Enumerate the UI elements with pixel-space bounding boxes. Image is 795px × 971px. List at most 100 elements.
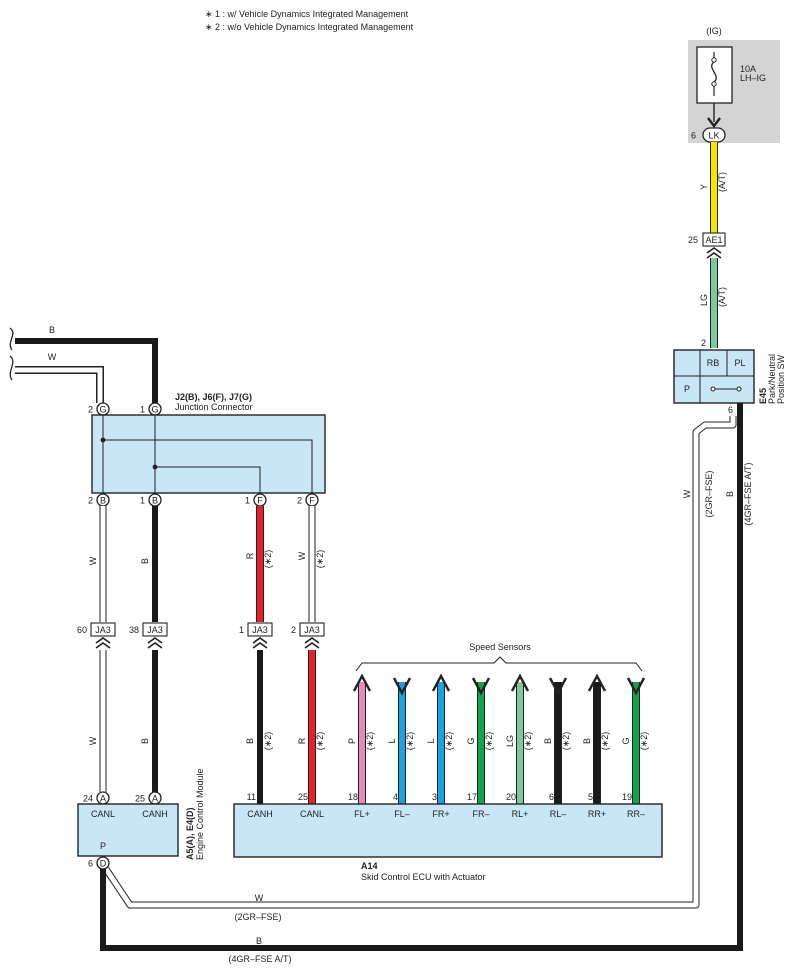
sensor-wire-color-label: G: [466, 737, 476, 744]
ja3-3-box: [247, 622, 273, 637]
wire-w-return-label: W: [255, 893, 264, 903]
wire-b-skid-label: B: [245, 738, 255, 744]
wire-w-return-note: (2GR–FSE): [234, 912, 281, 922]
skid-ecu-pins: 11CANH25CANL18FL+4FL–3FR+17FR–20RL+6RL–5…: [247, 792, 645, 819]
skid-pin-label: RL+: [512, 809, 529, 819]
ecm-code: A5(A), E4(D): [185, 807, 195, 860]
junction-internal-w: [102, 415, 313, 493]
skid-ecu-box: [233, 803, 663, 858]
junction-pin-top-1-number: 2: [88, 405, 93, 415]
junction-pin-bottom-2-number: 1: [140, 496, 145, 506]
junction-pin-bottom-1-letter: B: [100, 496, 106, 506]
ecm-pin-2-letter: A: [152, 794, 158, 804]
park-switch-contact-left: [710, 386, 716, 392]
park-switch-pin-bottom: 6: [728, 405, 733, 415]
ecm-pin-1-label: CANL: [91, 809, 115, 819]
skid-pin-number: 20: [506, 792, 516, 802]
park-switch-pl: PL: [734, 358, 745, 368]
skid-pin-label: FR–: [472, 809, 489, 819]
skid-pin-number: 4: [393, 792, 398, 802]
ja3-4-label: JA3: [304, 625, 320, 635]
fuse-supply: (IG): [706, 26, 722, 36]
skid-ecu-name: Skid Control ECU with Actuator: [361, 872, 486, 882]
ecm-pin-1-letter: A: [100, 794, 106, 804]
park-switch-name-2: Position SW: [776, 354, 786, 404]
wire-w-left-label: W: [48, 352, 57, 362]
ja3-4-chevron-icon: [304, 637, 320, 649]
fuse-terminal-bottom: [711, 81, 717, 87]
note-2: ∗ 2 : w/o Vehicle Dynamics Integrated Ma…: [205, 22, 414, 32]
arrow-down-icon: [626, 677, 646, 696]
park-switch-pin-top: 2: [701, 338, 706, 348]
sensor-wires: P(∗2)L(∗2)L(∗2)G(∗2)LG(∗2)B(∗2)B(∗2)G(∗2…: [347, 673, 649, 804]
ja3-2-label: JA3: [147, 625, 163, 635]
skid-pin-number: 17: [467, 792, 477, 802]
sensor-wire-color-label: L: [387, 738, 397, 743]
junction-pin-top-2-letter: G: [151, 405, 158, 415]
skid-pin-label: RR–: [627, 809, 645, 819]
arrow-down-icon: [392, 677, 412, 696]
ecm-bottom-pin-number: 6: [88, 859, 93, 869]
fuse-rating: 10A: [740, 64, 756, 74]
wire-lg-at-label: (A/T): [717, 287, 727, 307]
skid-pin-label: FL–: [394, 809, 410, 819]
ja3-2-box: [142, 622, 168, 637]
junction-pin-top-2-number: 1: [140, 405, 145, 415]
park-switch-p: P: [684, 384, 690, 394]
wire-w-right-label: W: [682, 489, 692, 498]
wire-y-at-label: (A/T): [717, 172, 727, 192]
junction-pin-bottom-1-number: 2: [88, 496, 93, 506]
skid-pin-label: CANL: [300, 809, 324, 819]
ja3-3-chevron-icon: [252, 637, 268, 649]
skid-pin-label: RL–: [550, 809, 567, 819]
wire-break-mark: [9, 327, 14, 381]
ecm-bottom-pin-letter: D: [100, 859, 107, 869]
wire-r-skid-star: (∗2): [315, 732, 325, 751]
note-1: ∗ 1 : w/ Vehicle Dynamics Integrated Man…: [205, 9, 409, 19]
fuse-arrow-icon: [707, 117, 721, 128]
arrow-up-icon: [587, 673, 607, 692]
ecm-pin-2-label: CANH: [142, 809, 168, 819]
junction-name: Junction Connector: [175, 402, 253, 412]
ecm-pin-2-number: 25: [135, 794, 145, 804]
junction-node-w: [100, 437, 106, 443]
junction-pin-bottom-2-letter: B: [152, 496, 158, 506]
ecm-pin-1-number: 24: [83, 794, 93, 804]
skid-pin-label: CANH: [247, 809, 273, 819]
ja3-2-chevron-icon: [147, 637, 163, 649]
wire-b-j-label: B: [140, 558, 150, 564]
sensor-wire-star-label: (∗2): [523, 732, 533, 751]
fuse-terminal-top: [711, 57, 717, 63]
arrow-up-icon: [510, 673, 530, 692]
skid-pin-number: 19: [622, 792, 632, 802]
ja3-4-box: [299, 622, 325, 637]
ja3-3-pin: 1: [239, 625, 244, 635]
wire-r-j-star: (∗2): [263, 550, 273, 569]
skid-pin-label: FR+: [432, 809, 449, 819]
sensor-wire-color-label: B: [582, 738, 592, 744]
skid-pin-number: 6: [549, 792, 554, 802]
ja3-4-pin: 2: [291, 625, 296, 635]
skid-pin-number: 25: [298, 792, 308, 802]
sensor-wire-star-label: (∗2): [600, 732, 610, 751]
speed-sensors-label: Speed Sensors: [469, 642, 531, 652]
ja3-1-pin: 60: [77, 625, 87, 635]
ja3-1-box: [90, 622, 116, 637]
sensor-wire-color-label: P: [347, 738, 357, 744]
junction-code: J2(B), J6(F), J7(G): [175, 392, 252, 402]
ja3-1-chevron-icon: [95, 637, 111, 649]
ja3-3-label: JA3: [252, 625, 268, 635]
ae1-pin-number: 25: [688, 235, 698, 245]
wire-r-j-label: R: [245, 552, 255, 559]
junction-pin-bottom-4-number: 2: [297, 496, 302, 506]
park-switch-contact-right: [736, 386, 742, 392]
wire-b-right-note: (4GR–FSE A/T): [743, 462, 753, 525]
arrow-down-icon: [548, 677, 568, 696]
junction-box: [91, 414, 326, 494]
wire-w2-j-star: (∗2): [315, 550, 325, 569]
fuse-lk-label: LK: [708, 131, 719, 141]
sensor-wire-color-label: G: [621, 737, 631, 744]
skid-pin-label: FL+: [354, 809, 370, 819]
wire-b-return: [100, 403, 743, 951]
wire-b-right-label: B: [725, 491, 735, 497]
